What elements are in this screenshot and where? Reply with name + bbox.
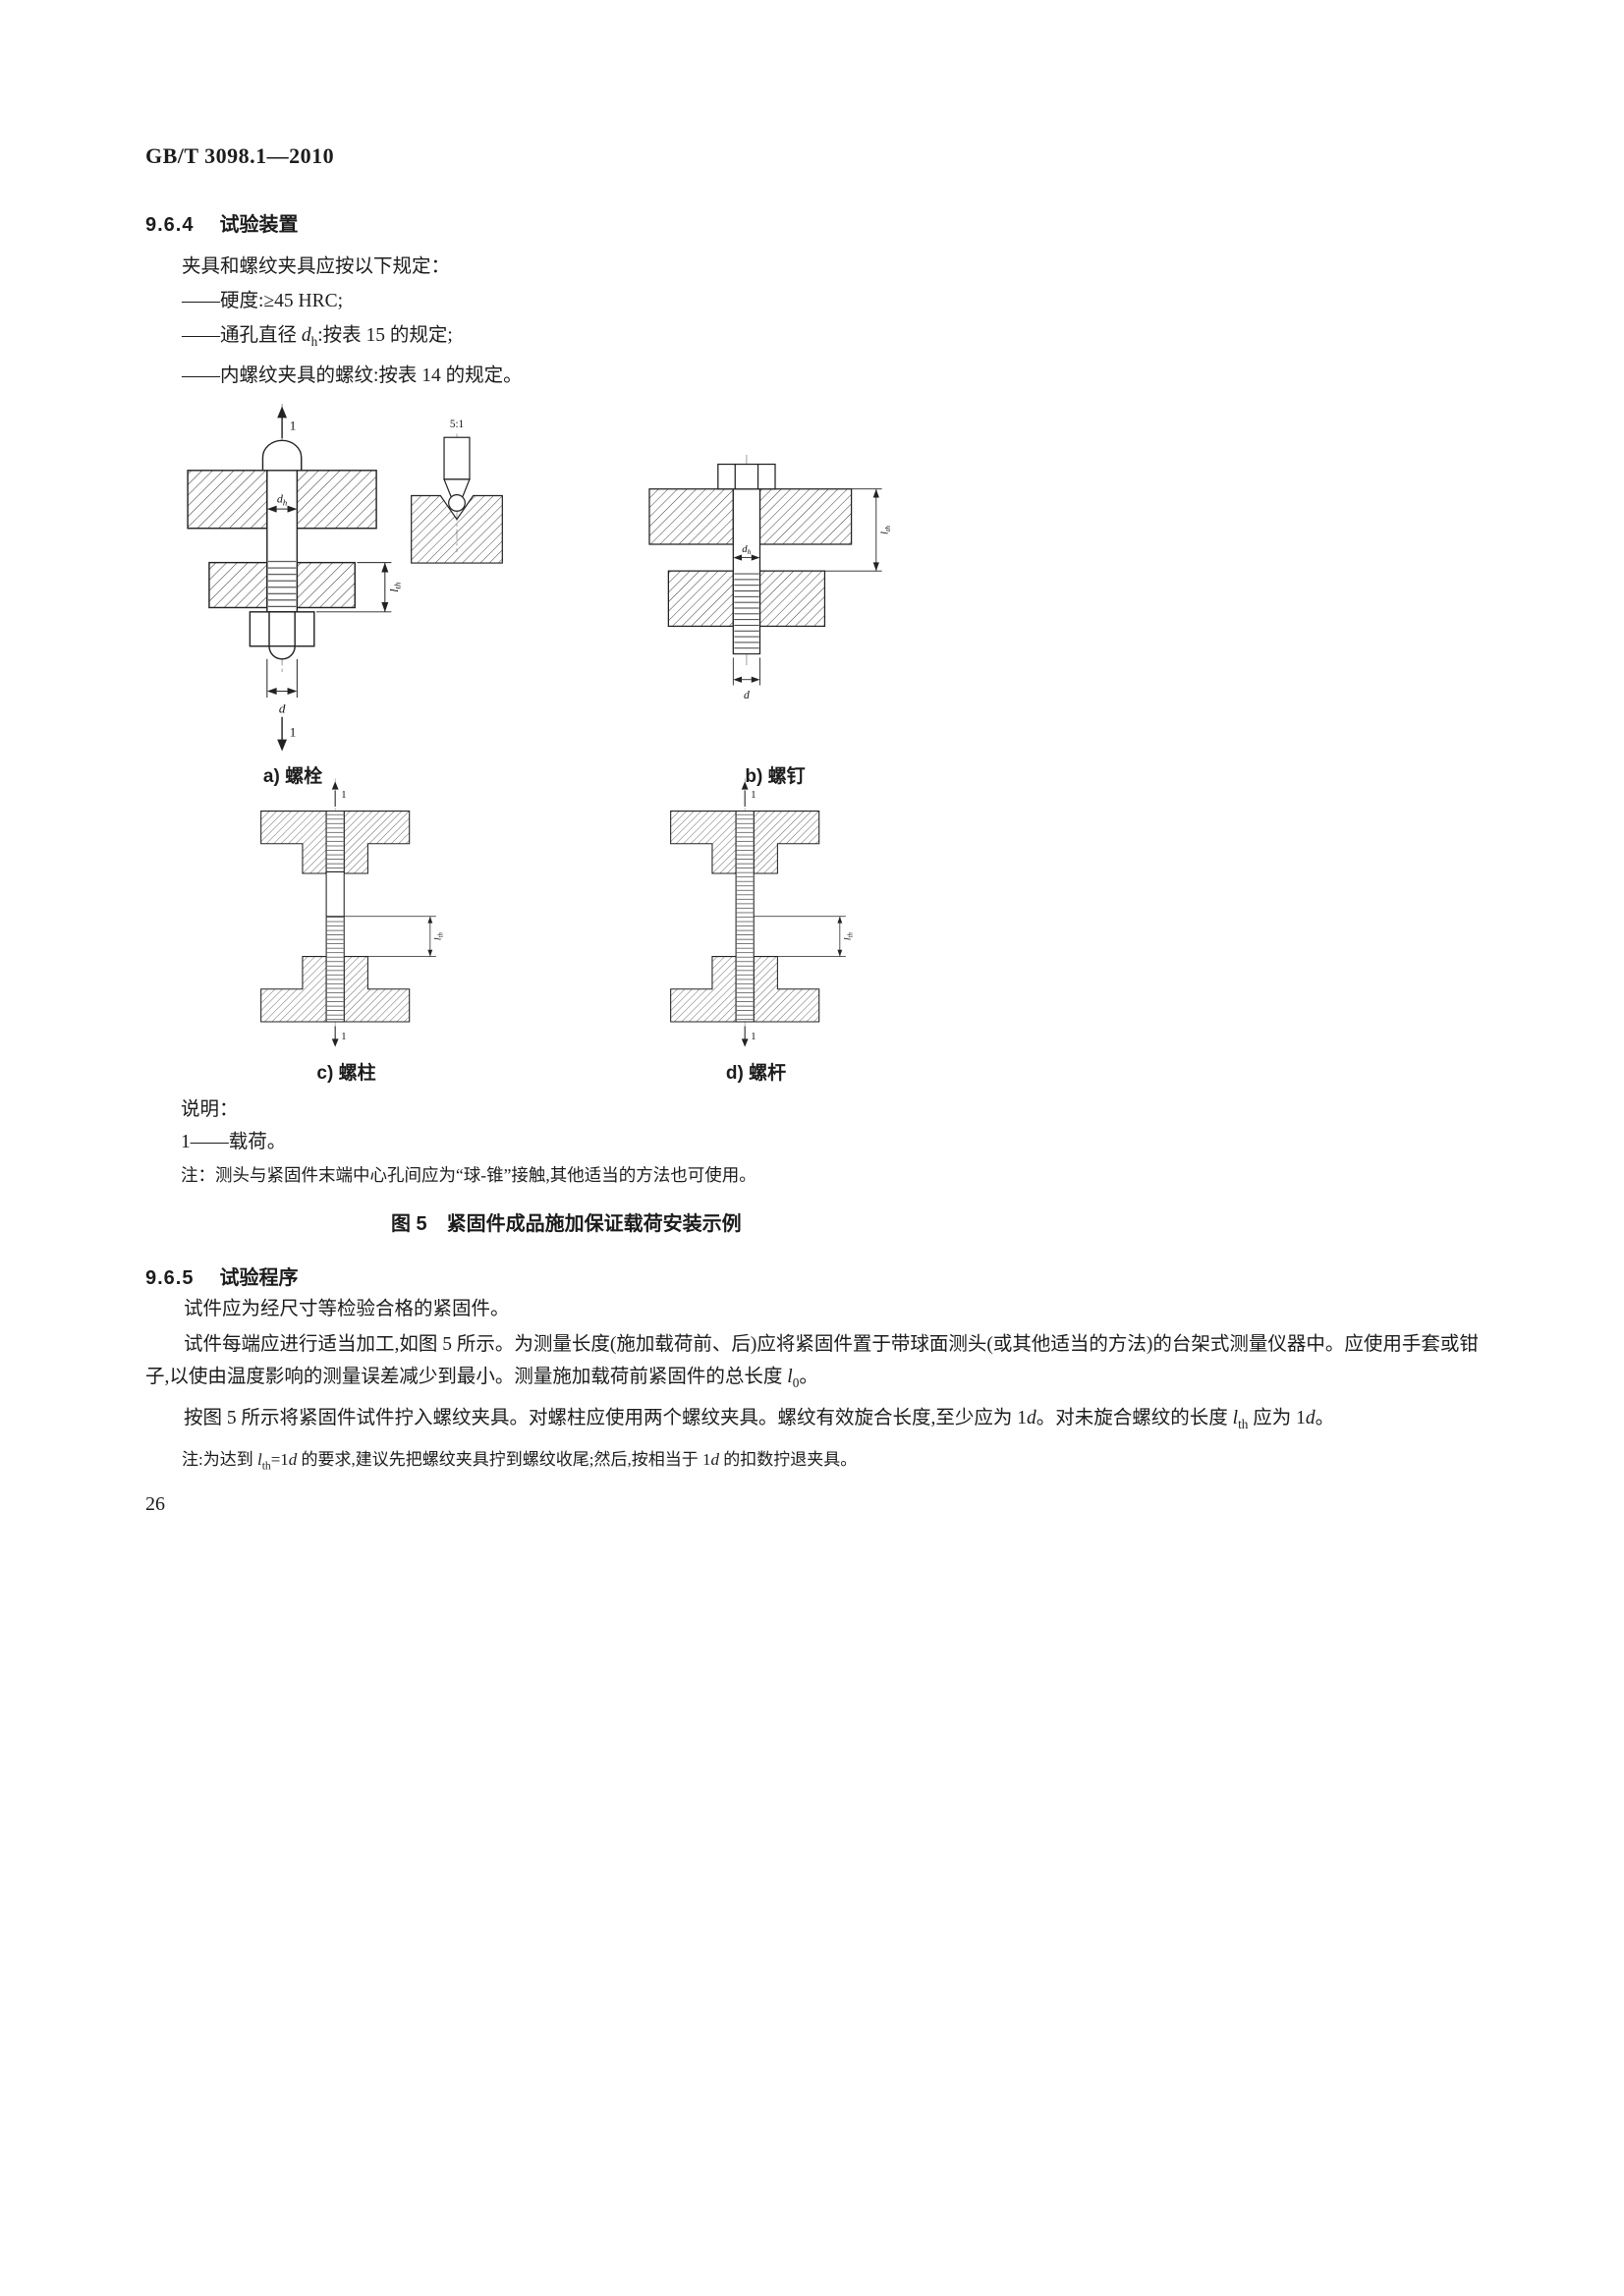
note-text-mid2: 的要求,建议先把螺纹夹具拧到螺纹收尾;然后,按相当于 1 — [297, 1449, 711, 1469]
dim-label-dh: dh — [742, 544, 751, 556]
dim-label-lth: lth — [842, 931, 854, 940]
scale-label: 5:1 — [450, 419, 464, 430]
p2-text-end: 。 — [799, 1366, 818, 1387]
dim-label-d: d — [744, 689, 750, 701]
section-9-6-4-heading: 9.6.4 试验装置 — [145, 208, 1479, 237]
p3-symbol-d1: d — [1027, 1407, 1036, 1428]
p3-symbol-d2: d — [1305, 1407, 1316, 1428]
load-label: 1 — [341, 790, 346, 801]
note-symbol-d2: d — [710, 1449, 720, 1469]
legend-title: 说明： — [181, 1098, 239, 1120]
procedure-paragraph-1: 试件应为经尺寸等检验合格的紧固件。 — [184, 1298, 510, 1319]
page-number: 26 — [145, 1493, 165, 1516]
drawing-a-bolt: 1 dh lth d 1 — [187, 404, 403, 752]
section-number: 9.6.4 — [145, 214, 195, 236]
load-label: 1 — [341, 1032, 346, 1042]
drawing-b-screw: dh lth d — [648, 454, 892, 701]
load-label: 1 — [290, 724, 297, 739]
dim-label-d: d — [279, 700, 286, 715]
note-text-end: 的扣数拧退夹具。 — [719, 1449, 858, 1469]
note-symbol-sub: th — [261, 1459, 271, 1473]
note-text-mid: =1 — [270, 1449, 289, 1469]
procedure-paragraph-2: 试件每端应进行适当加工,如图 5 所示。为测量长度(施加载荷前、后)应将紧固件置… — [145, 1328, 1479, 1399]
requirement-internal-thread: ——内螺纹夹具的螺纹:按表 14 的规定。 — [182, 364, 523, 386]
sublabel-a-bolt: a) 螺栓 — [262, 765, 323, 787]
p3-symbol-sub: th — [1238, 1416, 1249, 1431]
load-label: 1 — [751, 790, 756, 801]
req2-symbol-sub: h — [310, 333, 318, 349]
section-number: 9.6.5 — [145, 1266, 195, 1289]
procedure-paragraph-3: 按图 5 所示将紧固件试件拧入螺纹夹具。对螺柱应使用两个螺纹夹具。螺纹有效旋合长… — [145, 1402, 1479, 1440]
note-symbol-l: l — [256, 1449, 262, 1469]
p2-symbol-l: l — [787, 1366, 793, 1387]
dim-label-dh: dh — [277, 491, 287, 507]
sublabel-b-screw: b) 螺钉 — [745, 765, 806, 787]
legend-load-item: 1——载荷。 — [181, 1131, 287, 1152]
section-title: 试验程序 — [219, 1266, 299, 1289]
clamp-requirements-intro: 夹具和螺纹夹具应按以下规定： — [182, 256, 451, 277]
figure-5-caption: 图 5 紧固件成品施加保证载荷安装示例 — [391, 1212, 742, 1235]
requirement-hole-diameter: ——通孔直径 dh:按表 15 的规定; — [182, 319, 1479, 358]
section-9-6-5-heading: 9.6.5 试验程序 — [145, 1261, 1479, 1290]
p2-symbol-sub: 0 — [792, 1374, 800, 1390]
p3-symbol-l: l — [1232, 1407, 1239, 1428]
figure-5-drawings: 1 dh lth d 1 5:1 — [145, 402, 1479, 1090]
doc-number: GB/T 3098.1—2010 — [145, 143, 335, 168]
req2-symbol: d — [301, 325, 311, 346]
note-symbol-d1: d — [288, 1449, 298, 1469]
dim-label-lth: lth — [432, 931, 444, 940]
load-label: 1 — [751, 1032, 756, 1042]
p3-text: 按图 5 所示将紧固件试件拧入螺纹夹具。对螺柱应使用两个螺纹夹具。螺纹有效旋合长… — [184, 1407, 1028, 1428]
p3-text-mid: 。对未旋合螺纹的长度 — [1036, 1407, 1233, 1428]
p3-text-end: 。 — [1315, 1407, 1335, 1428]
load-label: 1 — [290, 418, 297, 432]
note-text: 注:为达到 — [182, 1449, 257, 1469]
drawing-d-rod: 1 lth 1 — [670, 778, 855, 1047]
drawing-c-stud: 1 lth 1 — [260, 778, 445, 1047]
sublabel-c-stud: c) 螺柱 — [316, 1062, 376, 1084]
figure-note: 注：测头与紧固件末端中心孔间应为“球-锥”接触,其他适当的方法也可使用。 — [181, 1164, 756, 1185]
req2-text-end: :按表 15 的规定; — [317, 325, 453, 346]
requirement-hardness: ——硬度:≥45 HRC; — [182, 291, 344, 311]
sublabel-d-rod: d) 螺杆 — [725, 1062, 787, 1084]
section-title: 试验装置 — [219, 214, 299, 236]
req2-text: ——通孔直径 — [182, 325, 302, 346]
dim-label-lth: lth — [879, 526, 891, 534]
p3-text-mid2: 应为 1 — [1248, 1407, 1306, 1428]
drawing-detail-5to1: 5:1 — [411, 419, 503, 564]
dim-label-lth: lth — [387, 583, 403, 592]
p2-text: 试件每端应进行适当加工,如图 5 所示。为测量长度(施加载荷前、后)应将紧固件置… — [145, 1333, 1479, 1387]
procedure-note: 注:为达到 lth=1d 的要求,建议先把螺纹夹具拧到螺纹收尾;然后,按相当于 … — [182, 1446, 1479, 1480]
